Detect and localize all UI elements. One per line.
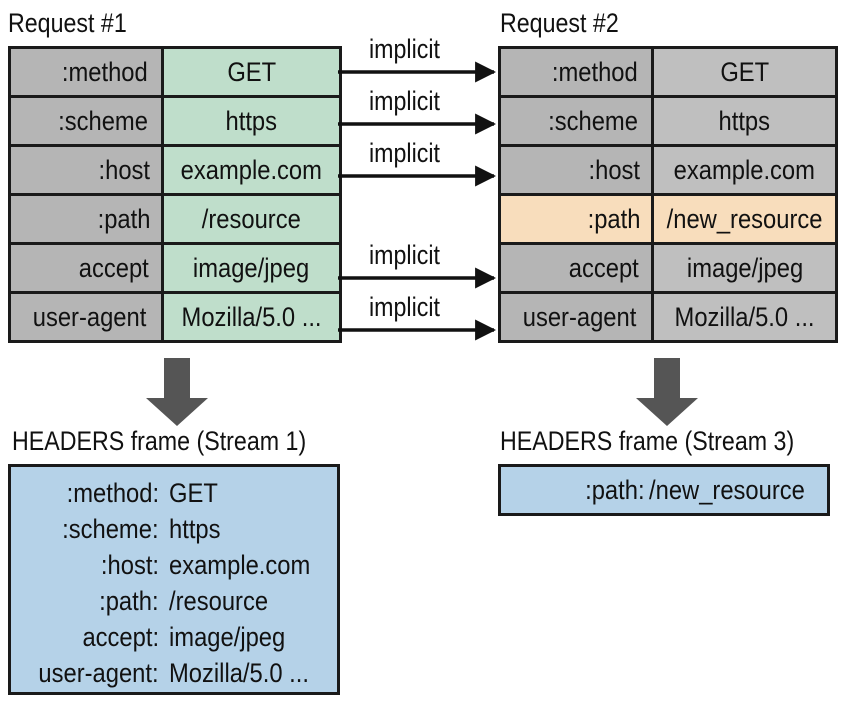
header-value: GET xyxy=(226,56,276,87)
down-arrow xyxy=(636,358,698,426)
header-name-cell: :host xyxy=(498,144,654,196)
header-value: /resource xyxy=(201,203,301,234)
implicit-label: implicit xyxy=(369,34,440,64)
header-name: :path xyxy=(587,203,641,234)
table-row: :scheme https xyxy=(498,95,839,147)
header-value-cell: GET xyxy=(161,46,342,98)
header-value-cell: /resource xyxy=(161,193,342,245)
frame-header-value: Mozilla/5.0 ... xyxy=(169,658,309,688)
frame-header-value: example.com xyxy=(169,550,311,580)
header-name: :scheme xyxy=(58,105,148,136)
header-value: example.com xyxy=(673,154,816,185)
frame-line: :scheme: https xyxy=(11,511,337,547)
frame-header-value: /new_resource xyxy=(649,475,805,505)
request-1-title: Request #1 xyxy=(8,8,127,38)
header-value-cell: example.com xyxy=(650,144,839,196)
request-2-table: :method GET :scheme https :host example.… xyxy=(498,46,839,343)
table-row: user-agent Mozilla/5.0 ... xyxy=(498,291,839,343)
frame-line: :host: example.com xyxy=(11,547,337,583)
implicit-label: implicit xyxy=(369,138,440,168)
frame-header-name: user-agent: xyxy=(38,658,159,688)
headers-frame-3-title: HEADERS frame (Stream 3) xyxy=(500,426,795,456)
header-name: :path xyxy=(97,203,151,234)
frame-line: :path: /resource xyxy=(11,583,337,619)
header-value: https xyxy=(225,105,278,136)
header-name: :method xyxy=(552,56,639,87)
header-value-cell: Mozilla/5.0 ... xyxy=(161,291,342,343)
header-value: GET xyxy=(720,56,769,87)
table-row: :method GET xyxy=(498,46,839,98)
table-row: :host example.com xyxy=(8,144,342,196)
header-name-cell: :scheme xyxy=(498,95,654,147)
headers-frame-stream-3: :path:/new_resource xyxy=(498,464,830,516)
header-value-cell: example.com xyxy=(161,144,342,196)
table-row: :host example.com xyxy=(498,144,839,196)
frame-header-value: GET xyxy=(169,478,218,508)
header-value: /new_resource xyxy=(666,203,823,234)
header-name: accept xyxy=(79,252,150,283)
header-value-cell: https xyxy=(650,95,839,147)
table-row: :method GET xyxy=(8,46,342,98)
implicit-label: implicit xyxy=(369,86,440,116)
frame-header-value: image/jpeg xyxy=(169,622,286,652)
header-value: Mozilla/5.0 ... xyxy=(181,301,322,332)
frame-header-name: :method: xyxy=(66,478,159,508)
header-value: Mozilla/5.0 ... xyxy=(674,301,815,332)
implicit-label: implicit xyxy=(369,240,440,270)
header-value: image/jpeg xyxy=(686,252,803,283)
headers-frame-1-title: HEADERS frame (Stream 1) xyxy=(12,426,307,456)
header-name-cell: :method xyxy=(8,46,164,98)
frame-header-value: https xyxy=(169,514,221,544)
header-value: https xyxy=(718,105,771,136)
table-row: accept image/jpeg xyxy=(498,242,839,294)
header-name: user-agent xyxy=(32,301,147,332)
header-name: accept xyxy=(569,252,640,283)
header-value: image/jpeg xyxy=(193,252,310,283)
table-row: :path /resource xyxy=(8,193,342,245)
header-value-cell: GET xyxy=(650,46,839,98)
header-value-cell: /new_resource xyxy=(650,193,839,245)
frame-header-value: /resource xyxy=(169,586,269,616)
frame-header-name: :path: xyxy=(585,475,645,505)
table-row-changed: :path /new_resource xyxy=(498,193,839,245)
header-value-cell: image/jpeg xyxy=(161,242,342,294)
header-value-cell: Mozilla/5.0 ... xyxy=(650,291,839,343)
header-name-cell: accept xyxy=(8,242,164,294)
header-value-cell: https xyxy=(161,95,342,147)
header-name: :method xyxy=(62,56,149,87)
header-name: user-agent xyxy=(522,301,637,332)
frame-line: :method: GET xyxy=(11,475,337,511)
header-name: :host xyxy=(98,154,151,185)
table-row: user-agent Mozilla/5.0 ... xyxy=(8,291,342,343)
header-name: :scheme xyxy=(548,105,638,136)
header-name-cell: :method xyxy=(498,46,654,98)
header-name-cell: :path xyxy=(498,193,654,245)
frame-line: accept: image/jpeg xyxy=(11,619,337,655)
header-value-cell: image/jpeg xyxy=(650,242,839,294)
request-1-table: :method GET :scheme https :host example.… xyxy=(8,46,342,343)
header-name-cell: :host xyxy=(8,144,164,196)
frame-header-name: accept: xyxy=(82,622,159,652)
header-name-cell: :scheme xyxy=(8,95,164,147)
request-2-title: Request #2 xyxy=(500,8,619,38)
header-name-cell: user-agent xyxy=(498,291,654,343)
header-value: example.com xyxy=(180,154,322,185)
header-name-cell: user-agent xyxy=(8,291,164,343)
down-arrow xyxy=(146,358,208,426)
frame-line: user-agent: Mozilla/5.0 ... xyxy=(11,655,337,691)
headers-frame-stream-1: :method: GET :scheme: https :host: example.… xyxy=(8,464,340,695)
frame-header-name: :scheme: xyxy=(62,514,159,544)
header-name: :host xyxy=(588,154,641,185)
frame-header-name: :path: xyxy=(99,586,159,616)
frame-line: :path:/new_resource xyxy=(501,472,827,508)
table-row: :scheme https xyxy=(8,95,342,147)
header-name-cell: :path xyxy=(8,193,164,245)
header-name-cell: accept xyxy=(498,242,654,294)
implicit-label: implicit xyxy=(369,292,440,322)
frame-header-name: :host: xyxy=(100,550,159,580)
table-row: accept image/jpeg xyxy=(8,242,342,294)
